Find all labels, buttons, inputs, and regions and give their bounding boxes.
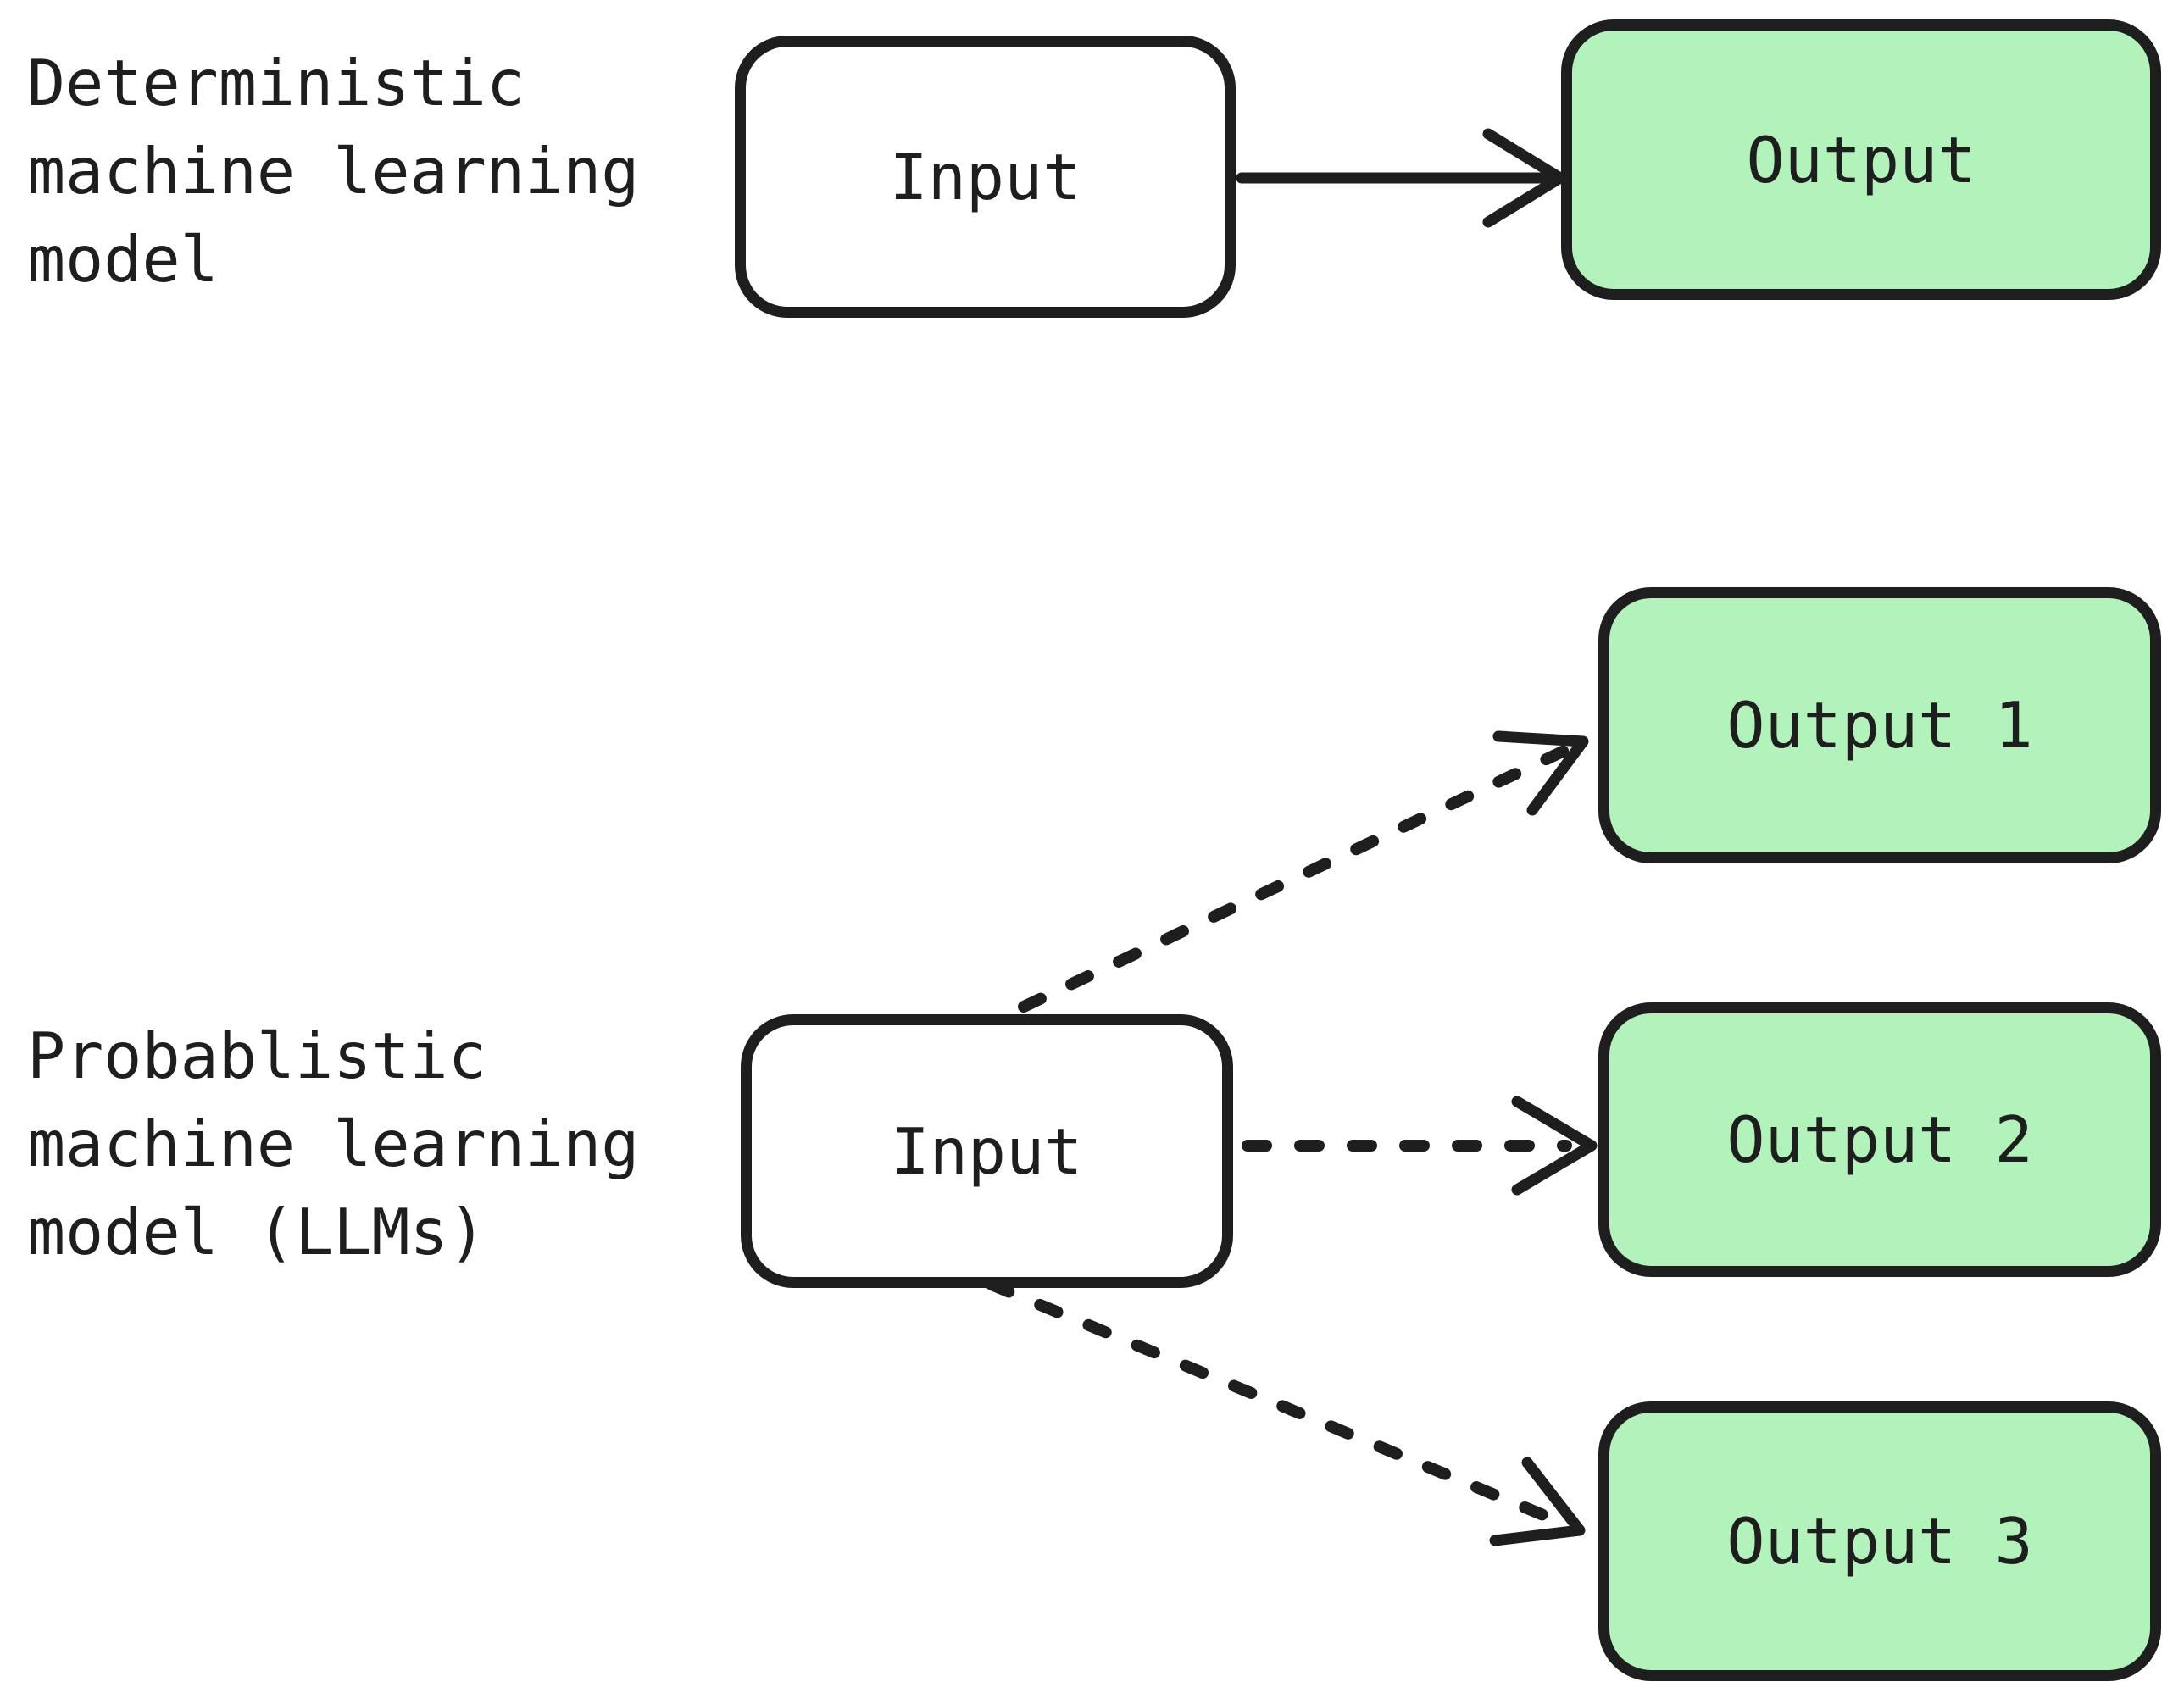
input-box-deterministic-label: Input xyxy=(889,139,1081,214)
input-box-deterministic: Input xyxy=(735,36,1236,318)
output-box-1-label: Output 1 xyxy=(1726,688,2033,763)
output-box-deterministic-label: Output xyxy=(1746,122,1976,197)
section-label-probabilistic: Probablistic machine learning model (LLM… xyxy=(27,1019,640,1269)
output-box-deterministic: Output xyxy=(1561,19,2161,300)
output-box-3: Output 3 xyxy=(1598,1401,2161,1681)
output-box-2-label: Output 2 xyxy=(1726,1102,2033,1177)
solid-arrow-icon xyxy=(1236,128,1566,228)
input-box-probabilistic: Input xyxy=(741,1014,1233,1288)
dashed-arrow-1-icon xyxy=(1018,730,1589,1013)
input-box-probabilistic-label: Input xyxy=(891,1113,1083,1189)
output-box-3-label: Output 3 xyxy=(1726,1504,2033,1579)
output-box-1: Output 1 xyxy=(1598,587,2161,863)
dashed-arrow-2-icon xyxy=(1242,1096,1598,1196)
output-box-2: Output 2 xyxy=(1598,1002,2161,1277)
section-label-deterministic: Deterministic machine learning model xyxy=(27,46,640,297)
dashed-arrow-3-icon xyxy=(986,1279,1586,1546)
